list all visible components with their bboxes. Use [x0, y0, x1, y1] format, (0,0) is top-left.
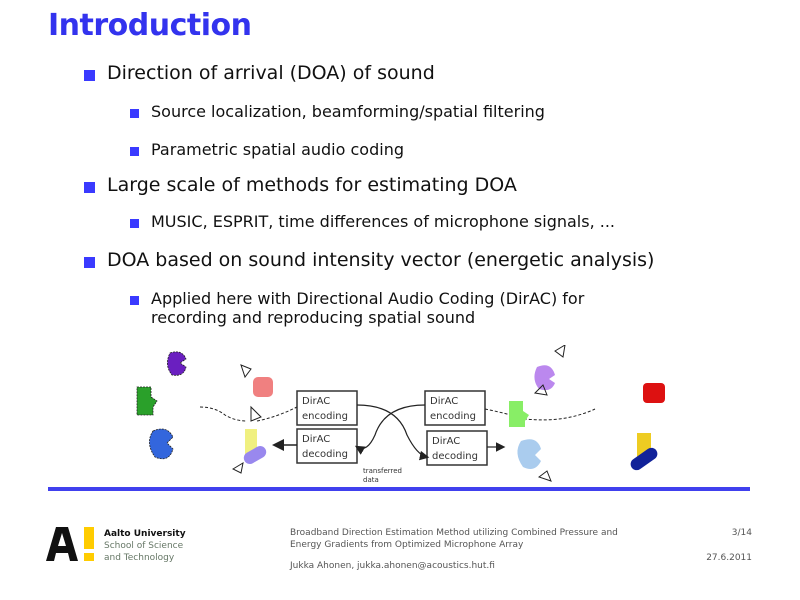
loudspeaker-icon	[537, 470, 552, 482]
bullet-square-icon	[84, 257, 95, 268]
university-name: Aalto University	[104, 529, 186, 539]
svg-text:DirAC: DirAC	[302, 396, 330, 407]
svg-text:decoding: decoding	[302, 449, 348, 460]
bullet-square-icon	[130, 109, 139, 118]
talk-title-line-2: Energy Gradients from Optimized Micropho…	[290, 540, 524, 550]
bullet-intensity: DOA based on sound intensity vector (ene…	[84, 249, 654, 271]
bullet-text: Direction of arrival (DOA) of sound	[107, 62, 435, 84]
bullet-text: DOA based on sound intensity vector (ene…	[107, 249, 655, 271]
page-number: 3/14	[731, 528, 752, 538]
bullet-square-icon	[130, 219, 139, 228]
sub-bullet-parametric: Parametric spatial audio coding	[130, 140, 404, 159]
bullet-text: Source localization, beamforming/spatial…	[151, 102, 545, 121]
aalto-logo	[46, 527, 94, 561]
loudspeaker-listener-icon	[630, 433, 658, 471]
bullet-doa: Direction of arrival (DOA) of sound	[84, 62, 435, 84]
bullet-square-icon	[130, 296, 139, 305]
author: Jukka Ahonen, jukka.ahonen@acoustics.hut…	[290, 561, 495, 571]
talker-lavender-icon	[534, 365, 555, 391]
transmission-label: data	[363, 476, 379, 484]
dirac-decoding-box-left: DirAC decoding	[296, 428, 358, 464]
loudspeaker-icon	[554, 345, 566, 358]
talker-red-icon	[643, 383, 665, 403]
svg-text:encoding: encoding	[430, 411, 476, 422]
bullet-text-line1: Applied here with Directional Audio Codi…	[151, 289, 585, 308]
sub-bullet-localization: Source localization, beamforming/spatial…	[130, 102, 545, 121]
university-info: Aalto University School of Science and T…	[104, 528, 186, 564]
talk-title: Broadband Direction Estimation Method ut…	[290, 527, 618, 551]
transmission-label: transferred	[363, 467, 402, 475]
svg-text:DirAC: DirAC	[302, 434, 330, 445]
talker-blue-icon	[149, 428, 174, 460]
bullet-square-icon	[84, 70, 95, 81]
talker-lightgreen-icon	[509, 401, 529, 427]
arrow-icon	[356, 404, 430, 461]
dirac-diagram: DirAC encoding DirAC decoding DirAC enco…	[136, 345, 665, 484]
loudspeaker-icon	[533, 384, 548, 396]
talker-purple-icon	[167, 351, 187, 376]
talker-pink-icon	[253, 377, 273, 397]
school-line-1: School of Science	[104, 541, 184, 551]
talker-lightblue-icon	[517, 439, 541, 469]
bullet-text: Applied here with Directional Audio Codi…	[151, 289, 584, 327]
bullet-text: Parametric spatial audio coding	[151, 140, 404, 159]
slide-title: Introduction	[48, 8, 252, 43]
svg-text:encoding: encoding	[302, 411, 348, 422]
bullet-text: Large scale of methods for estimating DO…	[107, 174, 517, 196]
dirac-encoding-box-left: DirAC encoding	[296, 390, 358, 426]
dirac-encoding-box-right: DirAC encoding	[424, 390, 486, 426]
sub-bullet-dirac: Applied here with Directional Audio Codi…	[130, 289, 584, 327]
arrow-icon	[354, 404, 426, 455]
date: 27.6.2011	[706, 553, 752, 563]
footer-divider	[48, 487, 750, 491]
svg-text:DirAC: DirAC	[430, 396, 458, 407]
bullet-text-line2: recording and reproducing spatial sound	[151, 308, 476, 327]
dirac-decoding-box-right: DirAC decoding	[426, 430, 488, 466]
svg-text:DirAC: DirAC	[432, 436, 460, 447]
school-line-2: and Technology	[104, 553, 175, 563]
svg-text:decoding: decoding	[432, 451, 478, 462]
mic-recording-icon	[231, 364, 267, 474]
bullet-methods: Large scale of methods for estimating DO…	[84, 174, 517, 196]
bullet-square-icon	[130, 147, 139, 156]
bullet-text: MUSIC, ESPRIT, time differences of micro…	[151, 212, 616, 231]
sub-bullet-music: MUSIC, ESPRIT, time differences of micro…	[130, 212, 615, 231]
talker-green-icon	[136, 386, 158, 416]
talk-title-line-1: Broadband Direction Estimation Method ut…	[290, 528, 618, 538]
bullet-square-icon	[84, 182, 95, 193]
